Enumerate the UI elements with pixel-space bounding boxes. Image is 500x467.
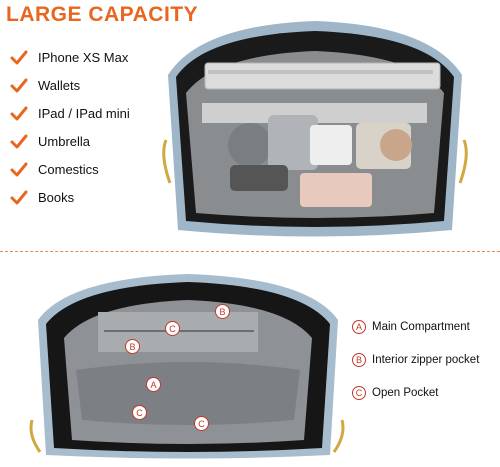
compartment-legend: A Main Compartment B Interior zipper poc… — [352, 318, 479, 417]
feature-item: Umbrella — [10, 128, 130, 155]
checkmark-icon — [10, 106, 28, 120]
checkmark-icon — [10, 78, 28, 92]
pin-badge-c: C — [165, 321, 180, 336]
page-title: LARGE CAPACITY — [6, 3, 199, 26]
legend-badge: B — [352, 353, 366, 367]
feature-label: Comestics — [38, 162, 99, 177]
legend-badge: A — [352, 320, 366, 334]
legend-badge: C — [352, 386, 366, 400]
checkmark-icon — [10, 162, 28, 176]
feature-item: Books — [10, 184, 130, 211]
feature-list: IPhone XS Max Wallets IPad / IPad mini U… — [10, 44, 130, 212]
feature-label: Wallets — [38, 78, 81, 93]
pin-badge-b: B — [125, 339, 140, 354]
feature-item: IPhone XS Max — [10, 44, 130, 71]
pin-badge-b: B — [215, 304, 230, 319]
bag-interior-photo — [29, 274, 345, 459]
legend-item: A Main Compartment — [352, 318, 479, 336]
pin-badge-c: C — [194, 416, 209, 431]
feature-item: Wallets — [10, 72, 130, 99]
bag-contents-photo — [162, 21, 468, 237]
pin-badge-c: C — [132, 405, 147, 420]
checkmark-icon — [10, 50, 28, 64]
legend-item: B Interior zipper pocket — [352, 351, 479, 369]
feature-label: Umbrella — [38, 134, 91, 149]
pin-badge-a: A — [146, 377, 161, 392]
feature-label: IPhone XS Max — [38, 50, 129, 65]
legend-label: Interior zipper pocket — [372, 354, 480, 366]
feature-item: Comestics — [10, 156, 130, 183]
checkmark-icon — [10, 134, 28, 148]
section-divider — [0, 251, 500, 252]
feature-label: Books — [38, 190, 75, 205]
feature-label: IPad / IPad mini — [38, 106, 130, 121]
legend-label: Open Pocket — [372, 387, 439, 399]
feature-item: IPad / IPad mini — [10, 100, 130, 127]
legend-label: Main Compartment — [372, 321, 470, 333]
checkmark-icon — [10, 190, 28, 204]
legend-item: C Open Pocket — [352, 384, 479, 402]
